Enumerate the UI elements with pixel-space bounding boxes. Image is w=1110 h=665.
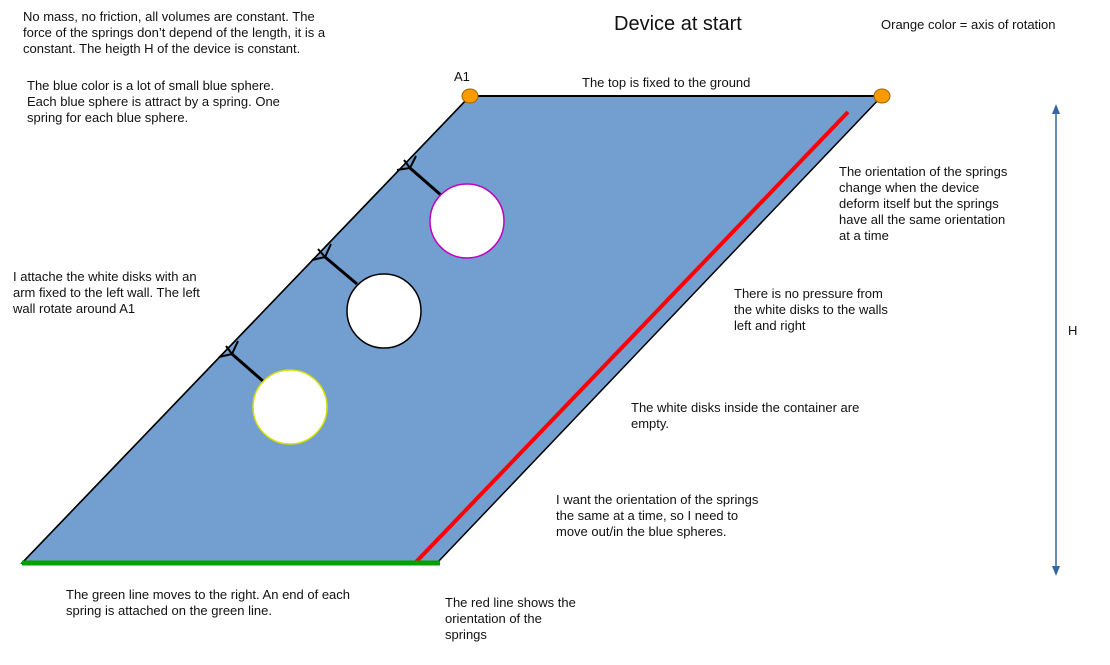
orange-axis-right xyxy=(873,88,891,104)
hinge-icon xyxy=(218,340,239,358)
arm-bottom xyxy=(218,340,265,384)
arm-top xyxy=(396,155,443,198)
note-spring-orientation-change: The orientation of the springs change wh… xyxy=(839,164,1008,243)
note-no-pressure: There is no pressure from the white disk… xyxy=(734,286,888,333)
note-top-fixed: The top is fixed to the ground xyxy=(582,75,751,90)
height-arrow-icon xyxy=(1052,104,1060,576)
white-disk-top xyxy=(429,183,505,259)
left-wall xyxy=(21,95,471,564)
hinge-icon xyxy=(396,155,417,171)
label-h: H xyxy=(1068,323,1078,338)
note-blue-spheres: The blue color is a lot of small blue sp… xyxy=(27,78,280,125)
note-assumptions: No mass, no friction, all volumes are co… xyxy=(23,9,326,56)
white-disk-middle xyxy=(346,273,422,349)
red-orientation-line xyxy=(414,110,850,564)
white-disk-bottom xyxy=(252,369,328,445)
label-a1: A1 xyxy=(454,69,470,84)
note-green-line: The green line moves to the right. An en… xyxy=(66,587,351,618)
note-move-spheres: I want the orientation of the springs th… xyxy=(556,492,759,539)
orange-legend: Orange color = axis of rotation xyxy=(881,17,1056,32)
note-red-line: The red line shows the orientation of th… xyxy=(445,595,576,642)
arm-middle xyxy=(311,243,358,286)
orange-axis-a1 xyxy=(461,88,479,104)
hinge-icon xyxy=(311,243,332,261)
note-disks-empty: The white disks inside the container are… xyxy=(631,400,860,431)
diagram-title: Device at start xyxy=(614,13,742,35)
note-disks-arm: I attache the white disks with an arm fi… xyxy=(13,269,200,316)
